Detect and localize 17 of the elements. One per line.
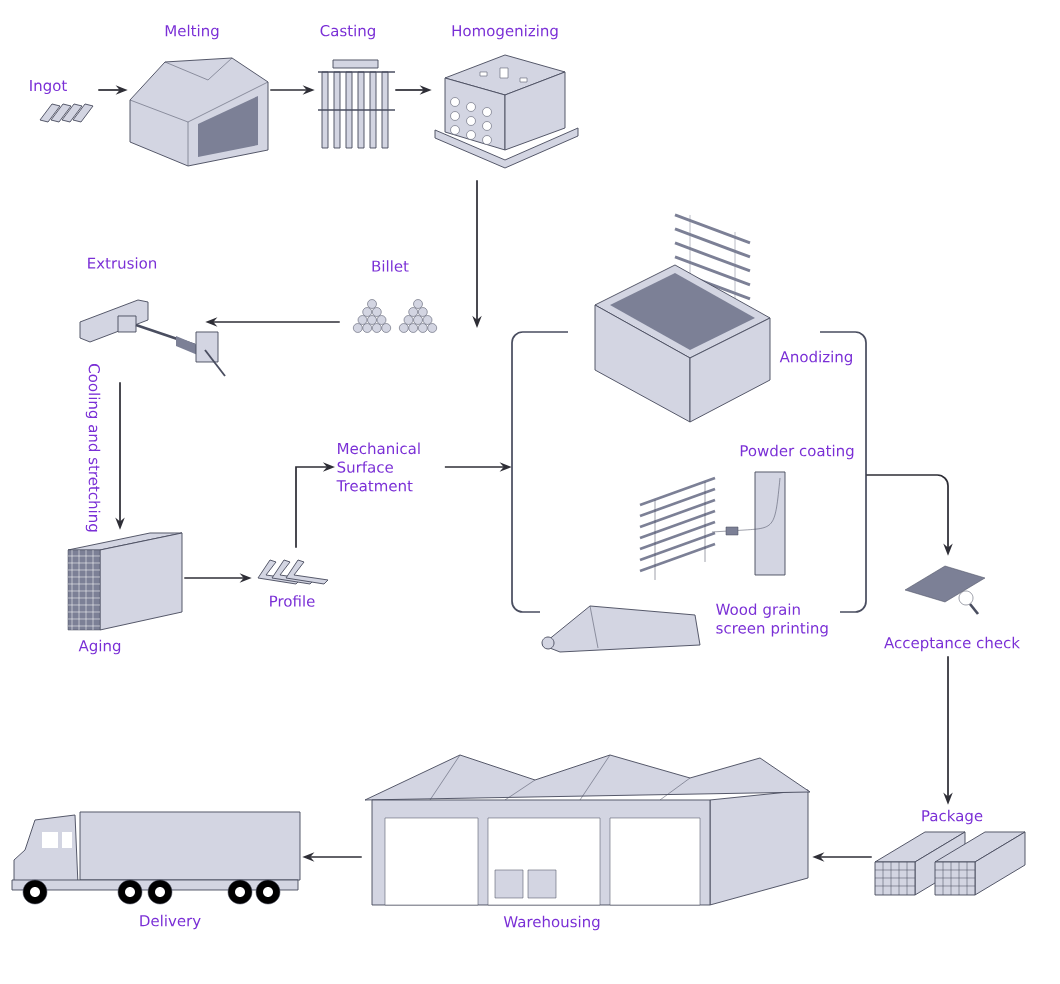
step-label: Delivery xyxy=(140,914,201,930)
step-label: Powder coating xyxy=(740,444,854,460)
step-label: Warehousing xyxy=(503,915,600,931)
step-label: Acceptance check xyxy=(884,636,1020,652)
step-label: Mechanical Surface Treatment xyxy=(336,442,420,492)
step-label: Package xyxy=(922,809,983,825)
edge-label: Cooling and stretching xyxy=(85,364,101,532)
step-label: Casting xyxy=(320,24,375,40)
step-label: Homogenizing xyxy=(452,24,558,40)
step-label: Ingot xyxy=(30,79,67,94)
step-label: Aging xyxy=(78,639,121,655)
step-label: Melting xyxy=(165,24,219,40)
step-label: Wood grain screen printing xyxy=(716,603,828,637)
step-label: Extrusion xyxy=(88,257,157,269)
step-label: Billet xyxy=(372,260,409,272)
step-label: Profile xyxy=(270,595,315,607)
step-label: Anodizing xyxy=(779,350,852,366)
